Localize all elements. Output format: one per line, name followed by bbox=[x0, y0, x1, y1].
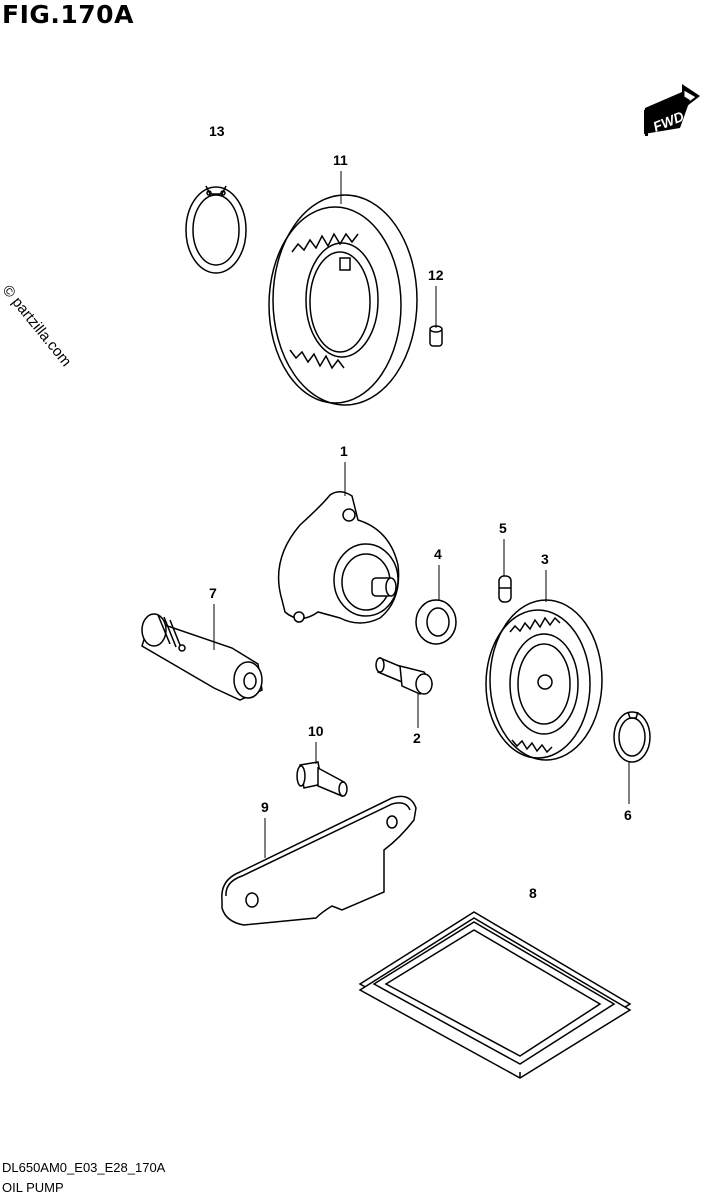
diagram-name: OIL PUMP bbox=[2, 1180, 64, 1195]
callout-label: 2 bbox=[413, 730, 421, 746]
callout-9: 9 bbox=[261, 799, 269, 858]
figure-title: FIG.170A bbox=[2, 0, 134, 29]
callout-label: 8 bbox=[529, 885, 537, 901]
callout-8: 8 bbox=[529, 885, 537, 901]
callout-10: 10 bbox=[308, 723, 324, 764]
callout-5: 5 bbox=[499, 520, 507, 576]
callout-label: 4 bbox=[434, 546, 442, 562]
part-8-strainer bbox=[358, 911, 632, 1079]
part-7-shaft bbox=[141, 613, 263, 701]
callout-label: 1 bbox=[340, 443, 348, 459]
callout-7: 7 bbox=[209, 585, 217, 650]
callout-label: 5 bbox=[499, 520, 507, 536]
callout-label: 10 bbox=[308, 723, 324, 739]
callout-label: 3 bbox=[541, 551, 549, 567]
callout-1: 1 bbox=[340, 443, 348, 496]
part-4-washer bbox=[415, 599, 457, 645]
callout-13: 13 bbox=[209, 123, 225, 139]
part-11-gear bbox=[268, 194, 418, 406]
callout-12: 12 bbox=[428, 267, 444, 328]
part-10-bolt bbox=[296, 761, 348, 798]
part-9-plate bbox=[221, 795, 417, 926]
diagram-code: DL650AM0_E03_E28_170A bbox=[2, 1160, 166, 1175]
callout-3: 3 bbox=[541, 551, 549, 602]
fwd-arrow-icon: FWD bbox=[644, 84, 700, 136]
callout-2: 2 bbox=[413, 694, 421, 746]
part-13-circlip bbox=[185, 185, 247, 274]
part-6-circlip bbox=[613, 711, 651, 763]
callout-label: 11 bbox=[333, 152, 348, 168]
part-12-pin bbox=[429, 325, 443, 347]
callout-label: 7 bbox=[209, 585, 217, 601]
callout-label: 12 bbox=[428, 267, 444, 283]
part-1-oil-pump bbox=[277, 491, 400, 624]
callout-6: 6 bbox=[624, 762, 632, 823]
callout-label: 9 bbox=[261, 799, 269, 815]
callout-label: 6 bbox=[624, 807, 632, 823]
part-5-dowel-pin bbox=[498, 575, 512, 603]
part-3-pump-gear bbox=[485, 599, 603, 761]
callout-4: 4 bbox=[434, 546, 442, 600]
callout-label: 13 bbox=[209, 123, 225, 139]
part-2-bolt bbox=[375, 656, 433, 695]
callout-11: 11 bbox=[333, 152, 348, 204]
